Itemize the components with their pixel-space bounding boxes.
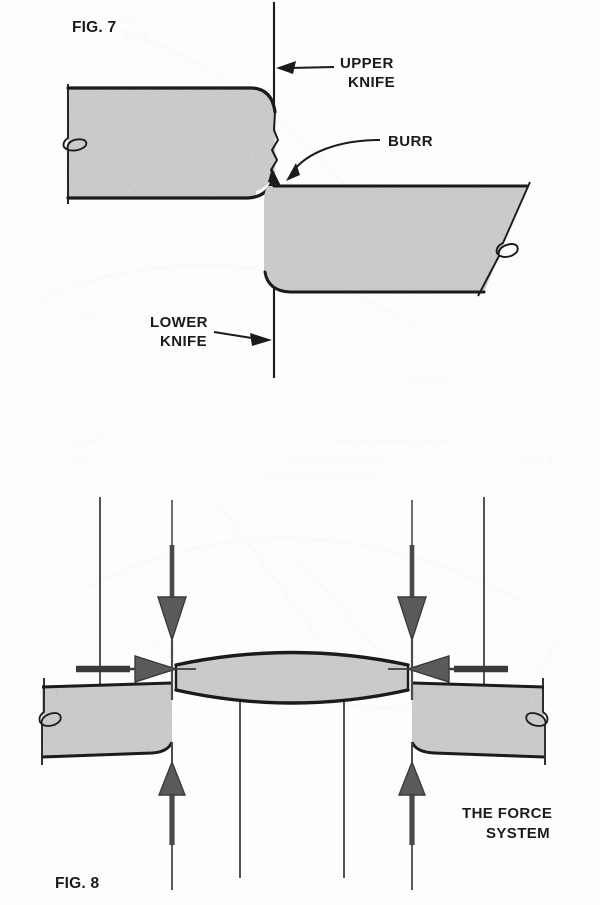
break-symbol-right-fig8 xyxy=(525,678,549,765)
upper-knife-label-line1: UPPER xyxy=(340,55,394,72)
callout-upper-knife: UPPER KNIFE xyxy=(276,55,395,91)
svg-text:egap: egap xyxy=(70,453,91,465)
svg-text:401: 401 xyxy=(118,13,135,25)
up-force-left xyxy=(157,742,187,890)
svg-text:ERUGIF: ERUGIF xyxy=(410,373,450,385)
figure-7-group: UPPER KNIFE BURR LOWER KNIFE FIG. 7 xyxy=(62,2,531,378)
force-system-label-line1: THE FORCE xyxy=(462,805,552,822)
figure-8-label: FIG. 8 xyxy=(55,875,99,892)
lower-knife-label-line2: KNIFE xyxy=(160,333,207,350)
lower-knife-label-line1: LOWER xyxy=(150,314,208,331)
break-symbol-left-upper xyxy=(62,84,88,204)
side-force-left xyxy=(76,655,196,683)
callout-lower-knife: LOWER KNIFE xyxy=(150,314,272,350)
callout-force-system: THE FORCE SYSTEM xyxy=(462,805,552,842)
burr-spike xyxy=(268,168,281,186)
svg-text:21 traP .1: 21 traP .1 xyxy=(70,435,112,447)
center-workpiece xyxy=(174,650,410,705)
upper-knife-label-line2: KNIFE xyxy=(348,74,395,91)
burr-arrowhead xyxy=(286,163,300,181)
break-symbol-right-lower xyxy=(477,181,531,297)
svg-text:43 .5 .4: 43 .5 .4 xyxy=(520,453,554,465)
upper-knife-leader-line xyxy=(287,66,335,69)
side-force-right xyxy=(388,655,508,683)
svg-text:"kcab" noitcaer eht dna: "kcab" noitcaer eht dna xyxy=(287,453,390,465)
force-system-label-line2: SYSTEM xyxy=(486,825,550,842)
up-force-right xyxy=(397,742,427,890)
lower-knife-leader-line xyxy=(213,331,259,340)
svg-text:teehs eht ssorca tnemom: teehs eht ssorca tnemom xyxy=(266,471,374,483)
svg-text:9 .5: 9 .5 xyxy=(78,309,95,321)
upper-workpiece xyxy=(62,84,277,204)
break-symbol-left-fig8 xyxy=(38,678,62,765)
lower-workpiece xyxy=(263,181,531,297)
callout-burr: BURR xyxy=(286,133,433,181)
left-workpiece xyxy=(38,678,174,765)
construction-lines xyxy=(99,497,485,878)
figure-7-label: FIG. 7 xyxy=(72,19,116,36)
burr-label: BURR xyxy=(388,133,433,150)
lower-knife-arrowhead xyxy=(250,333,272,346)
right-workpiece xyxy=(410,678,549,765)
down-force-left xyxy=(157,500,187,700)
figure-8-group: THE FORCE SYSTEM FIG. 8 xyxy=(38,497,552,892)
svg-text:ttuc eht gnirud ecrof raehs: ttuc eht gnirud ecrof raehs xyxy=(335,435,450,447)
upper-knife-arrowhead xyxy=(276,61,296,74)
